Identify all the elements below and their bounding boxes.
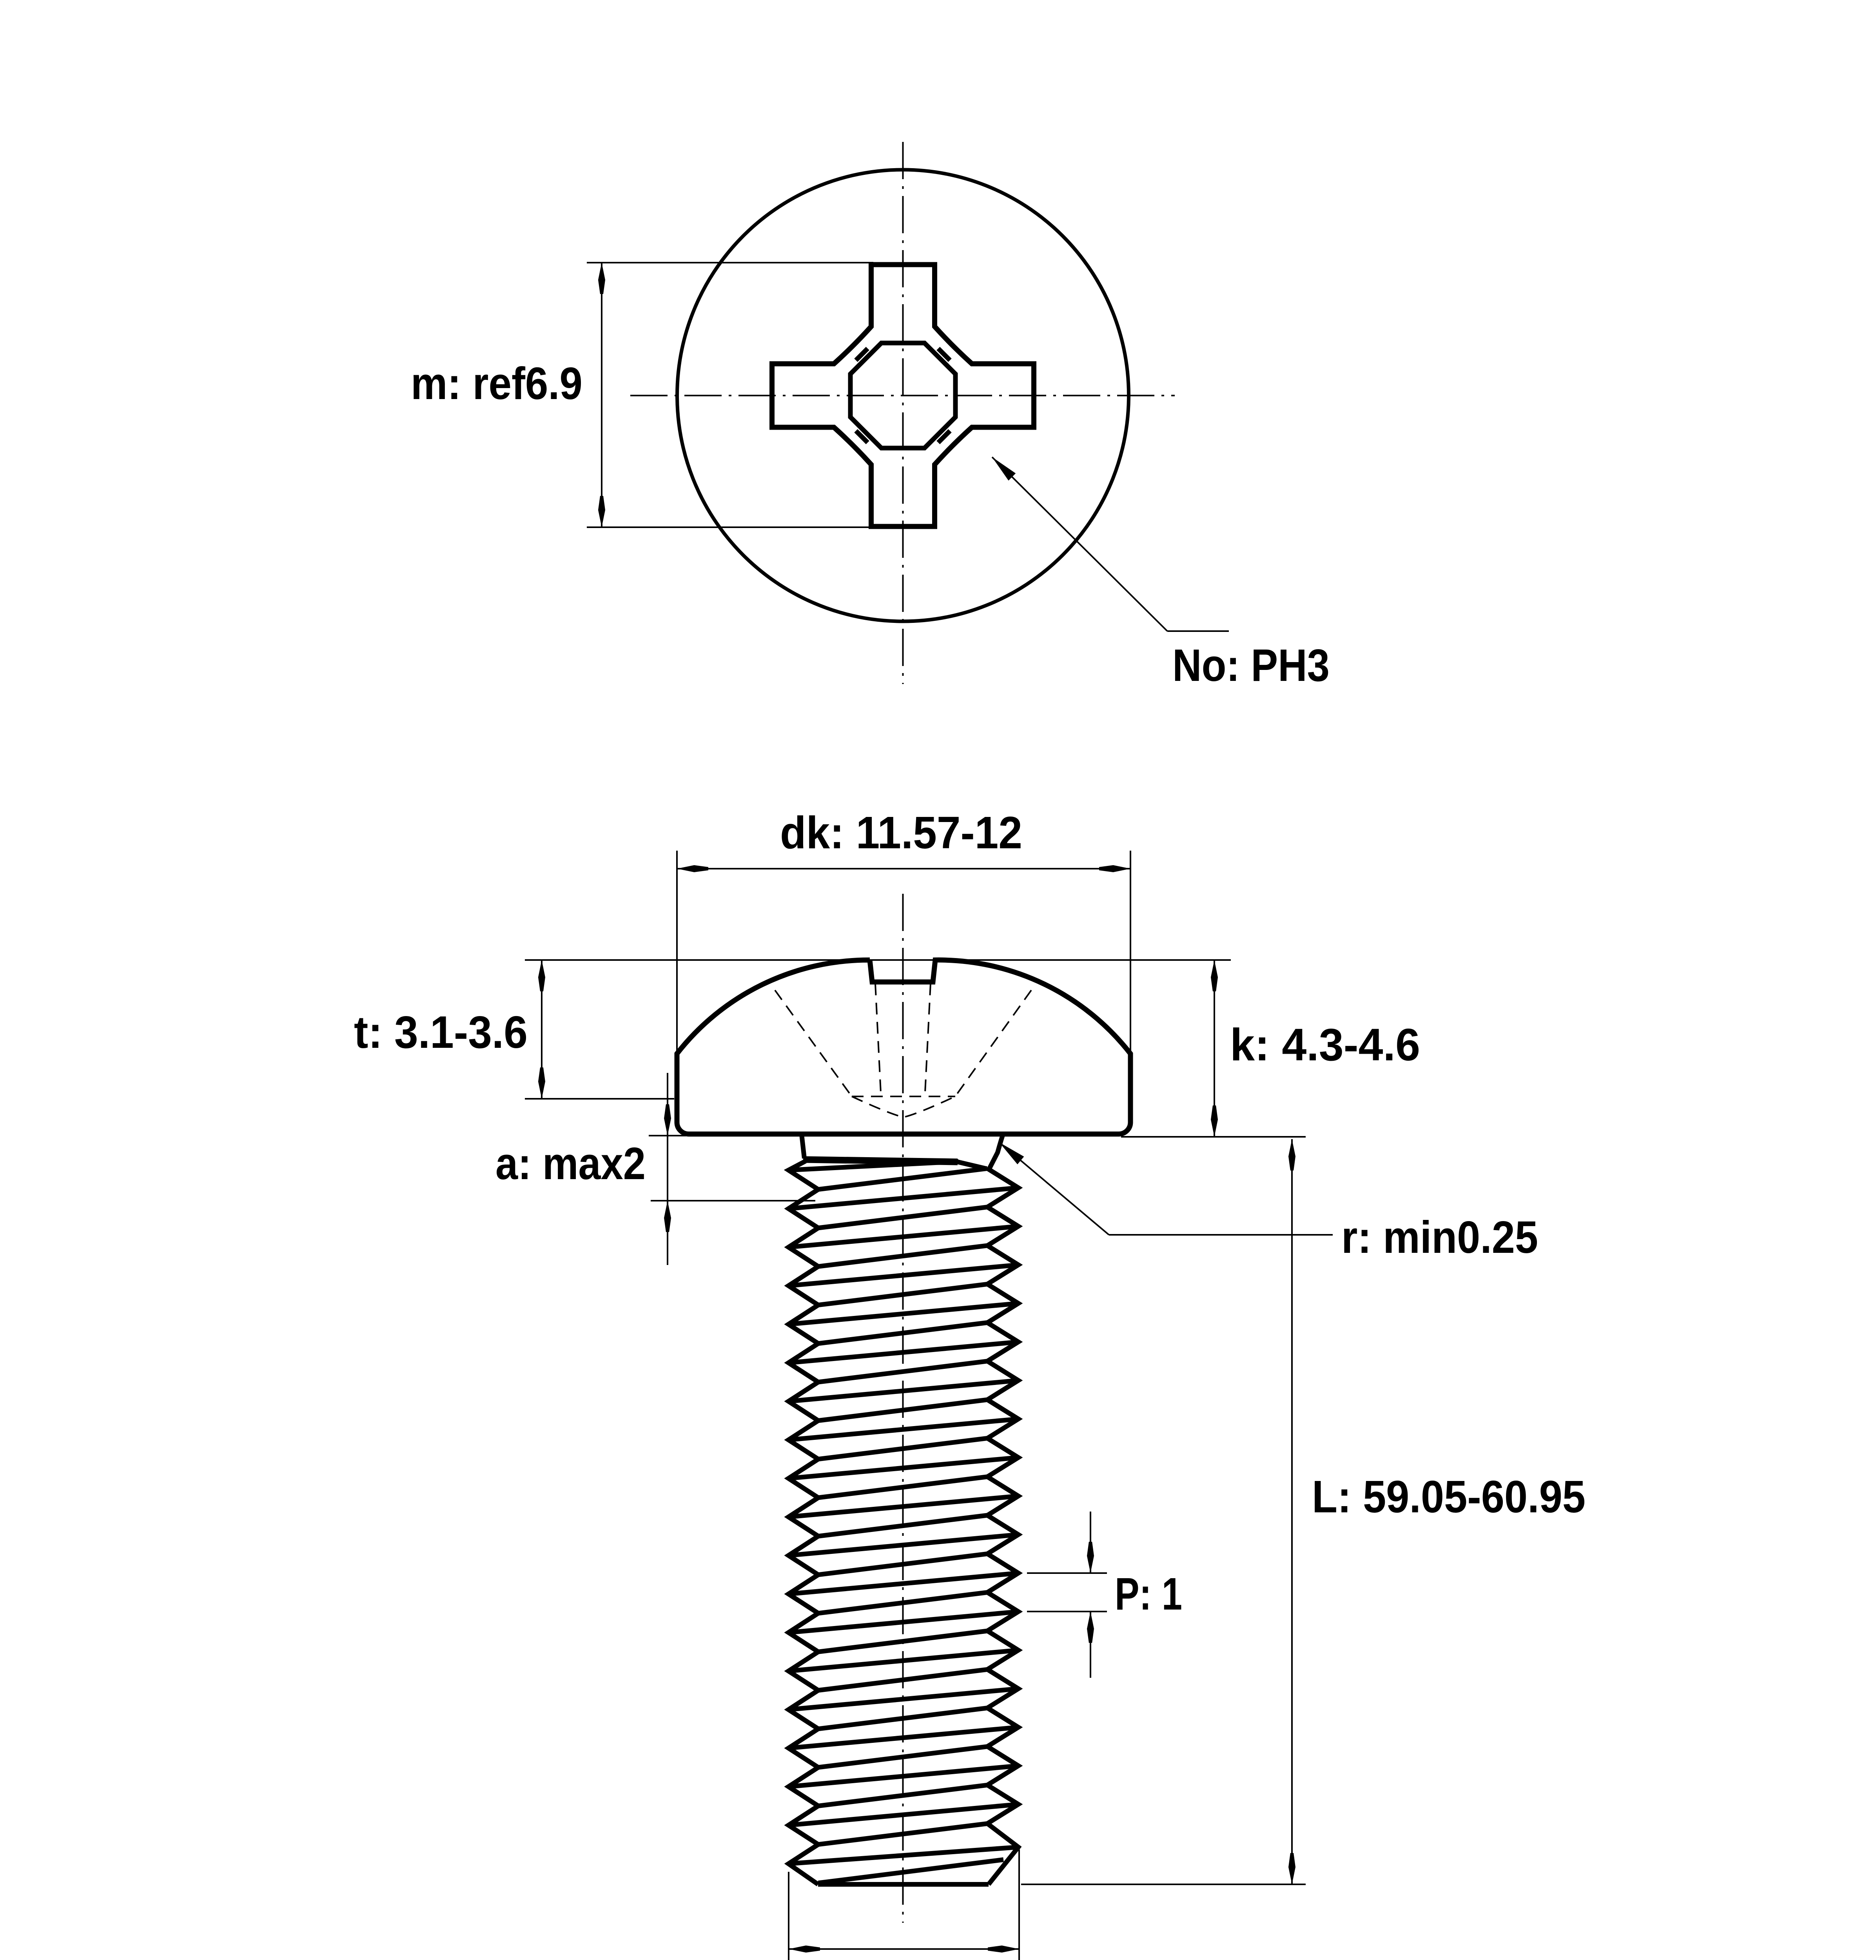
svg-text:r: min0.25: r: min0.25 bbox=[1341, 1212, 1538, 1263]
svg-text:P: 1: P: 1 bbox=[1115, 1568, 1182, 1619]
svg-text:k: 4.3-4.6: k: 4.3-4.6 bbox=[1230, 1019, 1420, 1070]
svg-text:a: max2: a: max2 bbox=[495, 1138, 646, 1189]
svg-text:No: PH3: No: PH3 bbox=[1172, 640, 1330, 691]
svg-text:t: 3.1-3.6: t: 3.1-3.6 bbox=[354, 1007, 528, 1058]
svg-text:m: ref6.9: m: ref6.9 bbox=[411, 358, 582, 409]
svg-text:dk: 11.57-12: dk: 11.57-12 bbox=[780, 807, 1022, 858]
svg-text:L: 59.05-60.95: L: 59.05-60.95 bbox=[1312, 1471, 1586, 1522]
